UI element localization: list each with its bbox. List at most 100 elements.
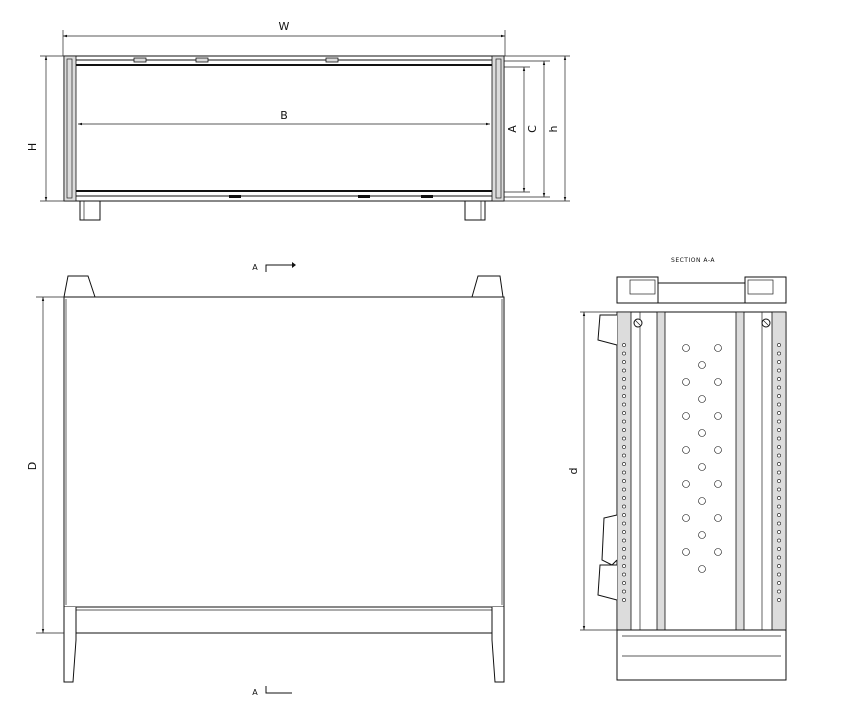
- hole: [714, 548, 722, 556]
- dim-label-c: C: [526, 125, 539, 133]
- hole: [622, 581, 626, 585]
- hole: [622, 394, 626, 398]
- hole: [777, 428, 781, 432]
- hole: [622, 513, 626, 517]
- hole: [622, 496, 626, 500]
- hole: [714, 412, 722, 420]
- hole: [698, 565, 706, 573]
- hole: [777, 479, 781, 483]
- hole: [622, 530, 626, 534]
- hole: [622, 564, 626, 568]
- hole: [714, 514, 722, 522]
- hole: [777, 360, 781, 364]
- hole: [622, 598, 626, 602]
- hole: [622, 462, 626, 466]
- dim-label-d: D: [26, 462, 39, 470]
- hole: [622, 487, 626, 492]
- hole: [698, 531, 706, 539]
- hole: [622, 351, 626, 356]
- top-view: A A D: [26, 262, 505, 697]
- hole: [777, 564, 781, 568]
- hole: [777, 445, 781, 449]
- hole: [698, 497, 706, 505]
- hole: [622, 368, 626, 373]
- hole: [777, 436, 781, 441]
- hole: [777, 462, 781, 466]
- hole: [622, 385, 626, 390]
- hole: [777, 419, 781, 424]
- hole: [698, 361, 706, 369]
- hole: [777, 402, 781, 407]
- hole: [714, 480, 722, 488]
- dim-label-a: A: [506, 125, 519, 133]
- hole: [777, 487, 781, 492]
- left-rail-holes: [622, 343, 626, 602]
- hole: [714, 446, 722, 454]
- hole: [698, 429, 706, 437]
- hole: [698, 463, 706, 471]
- section-view: SECTION A-A: [567, 257, 787, 681]
- dim-label-b: B: [280, 109, 288, 122]
- hole: [622, 479, 626, 483]
- section-title: SECTION A-A: [671, 257, 715, 264]
- hole: [777, 377, 781, 381]
- hole: [777, 470, 781, 475]
- hole: [622, 445, 626, 449]
- hole: [714, 378, 722, 386]
- hole: [622, 555, 626, 560]
- hole: [682, 412, 690, 420]
- hole: [777, 351, 781, 356]
- hole: [622, 428, 626, 432]
- hole: [682, 446, 690, 454]
- hole: [682, 480, 690, 488]
- dim-label-d-section: d: [567, 468, 580, 475]
- hole: [622, 343, 626, 347]
- hole: [777, 343, 781, 347]
- hole: [777, 411, 781, 415]
- hole: [777, 513, 781, 517]
- hole: [682, 514, 690, 522]
- hole: [622, 589, 626, 594]
- hole: [622, 470, 626, 475]
- hole: [622, 436, 626, 441]
- hole: [777, 589, 781, 594]
- plate-holes: [682, 344, 722, 573]
- hole: [622, 411, 626, 415]
- hole: [777, 538, 781, 543]
- dim-label-h-lower: h: [547, 125, 560, 132]
- hole: [622, 521, 626, 526]
- hole: [682, 548, 690, 556]
- dim-label-w: W: [279, 20, 290, 33]
- hole: [777, 504, 781, 509]
- hole: [777, 521, 781, 526]
- hole: [777, 530, 781, 534]
- hole: [777, 547, 781, 551]
- hole: [777, 581, 781, 585]
- section-marker-bottom: A: [252, 688, 258, 697]
- right-rail-holes: [777, 343, 781, 602]
- hole: [777, 496, 781, 500]
- hole: [622, 377, 626, 381]
- hole: [622, 453, 626, 458]
- hole: [622, 504, 626, 509]
- hole: [777, 394, 781, 398]
- hole: [777, 598, 781, 602]
- hole: [682, 378, 690, 386]
- hole: [777, 453, 781, 458]
- hole: [622, 419, 626, 424]
- hole: [622, 572, 626, 577]
- hole: [777, 368, 781, 373]
- hole: [714, 344, 722, 352]
- hole: [777, 555, 781, 560]
- section-marker-top: A: [252, 263, 258, 272]
- hole: [682, 344, 690, 352]
- hole: [622, 360, 626, 364]
- hole: [777, 385, 781, 390]
- hole: [622, 547, 626, 551]
- hole: [622, 538, 626, 543]
- front-view: W B H A C h: [26, 20, 570, 221]
- dim-label-h-upper: H: [26, 143, 39, 151]
- hole: [622, 402, 626, 407]
- hole: [698, 395, 706, 403]
